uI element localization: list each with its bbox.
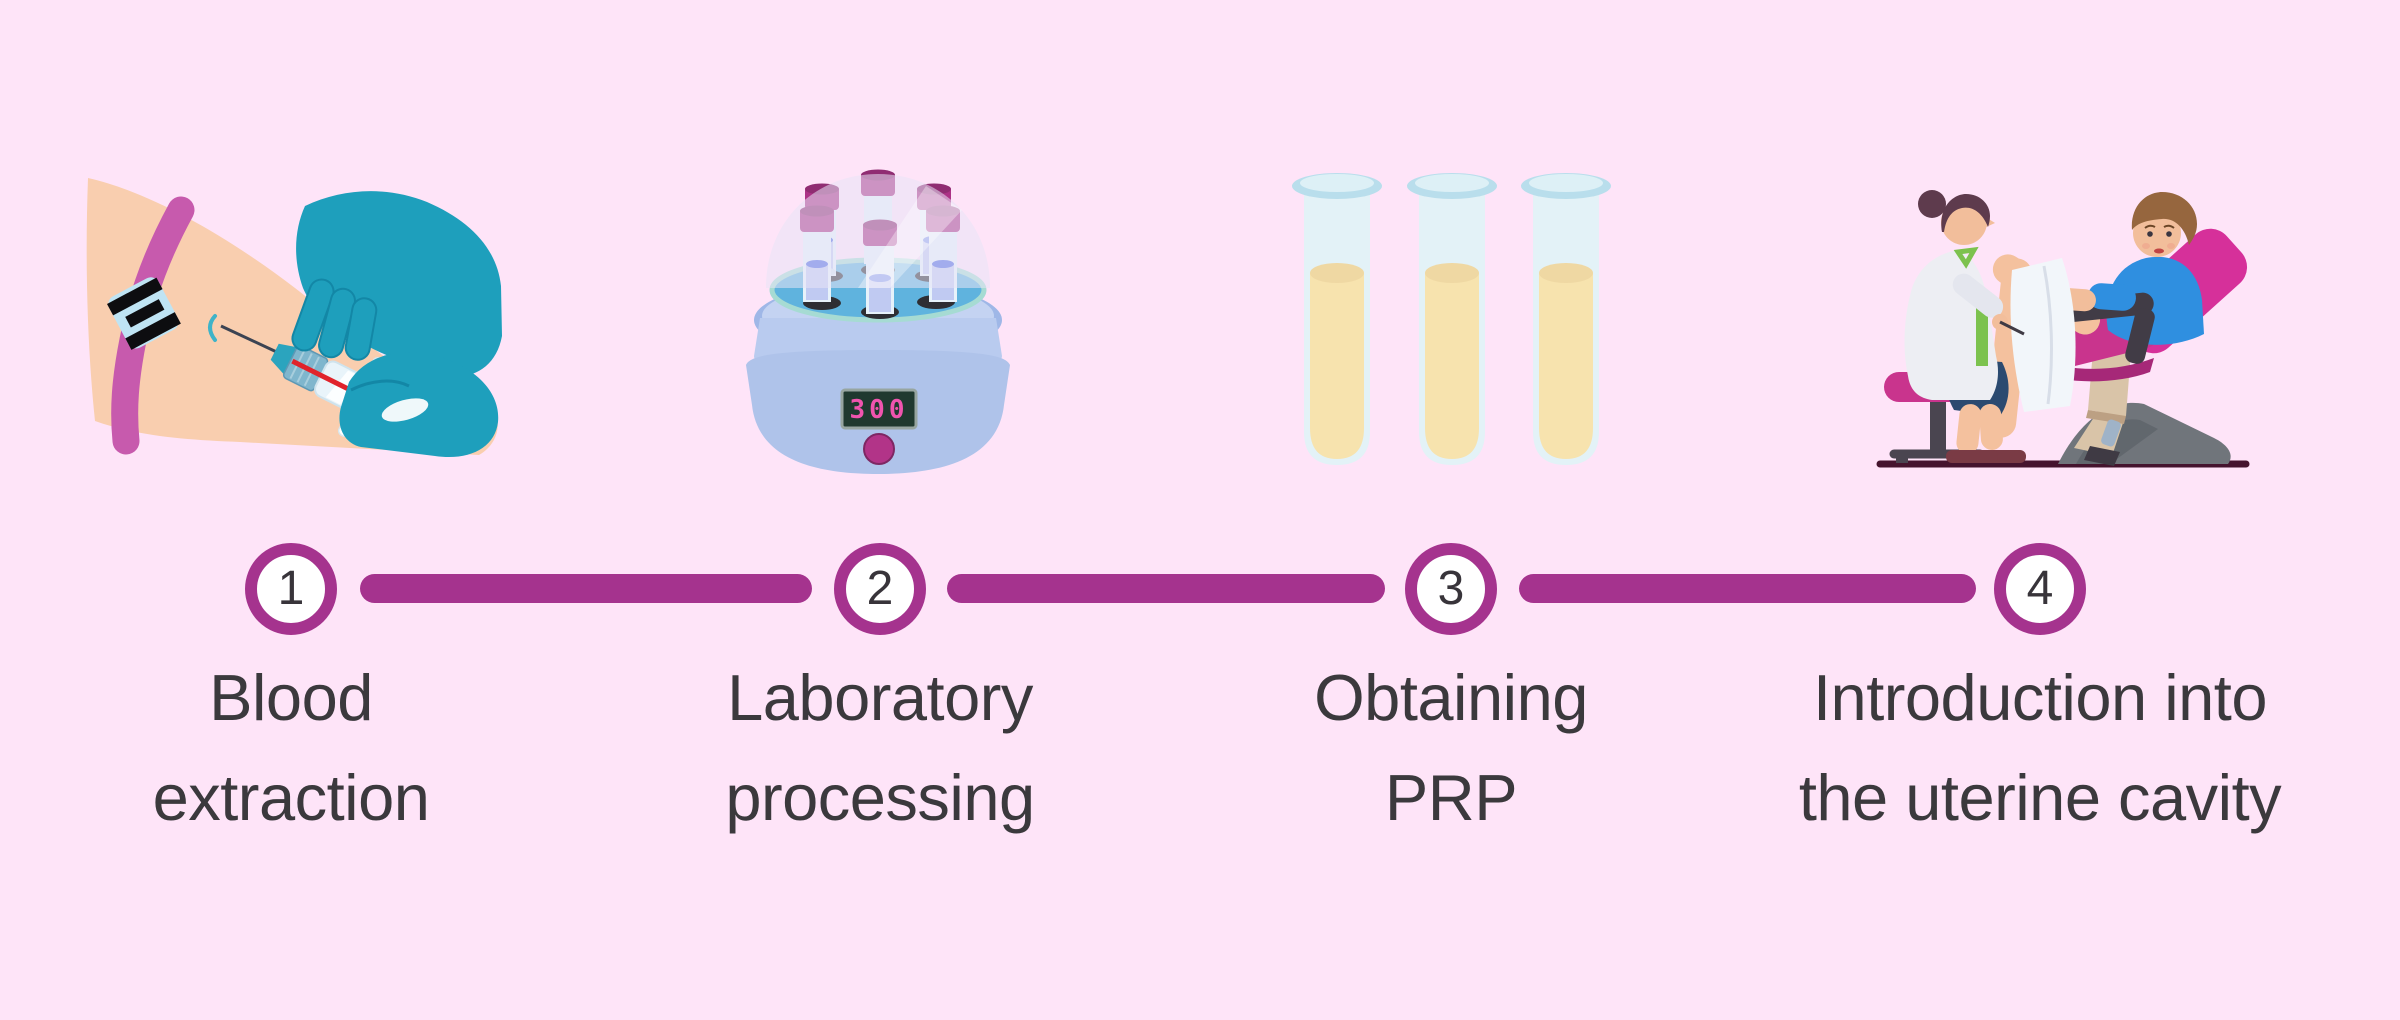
centrifuge-display-value: 300 (850, 395, 909, 425)
timeline-connector-3-4 (1519, 574, 1976, 603)
step-4-label-line-2: the uterine cavity (1798, 761, 2282, 834)
timeline-connector-1-2 (360, 574, 812, 603)
blood-extraction-illustration (86, 178, 502, 458)
timeline-connector-2-3 (947, 574, 1385, 603)
step-4-label: Introduction into the uterine cavity (1620, 648, 2400, 848)
step-1-number: 1 (277, 562, 305, 615)
step-4-number: 4 (2026, 562, 2054, 615)
step-1-label: Blood extraction (0, 648, 711, 848)
step-2-label-line-1: Laboratory (727, 661, 1033, 734)
prp-test-tubes-illustration (1292, 173, 1611, 465)
centrifuge-dome (766, 174, 990, 288)
step-1-label-line-2: extraction (152, 761, 430, 834)
step-3-marker: 3 (1405, 543, 1497, 635)
step-1-marker: 1 (245, 543, 337, 635)
doctor (1904, 190, 2025, 463)
step-3-label-line-1: Obtaining (1314, 661, 1588, 734)
gloved-hand-bottom (339, 352, 499, 458)
step-3-label-line-2: PRP (1384, 761, 1518, 834)
step-1-label-line-1: Blood (209, 661, 373, 734)
step-2-marker: 2 (834, 543, 926, 635)
tourniquet (107, 196, 195, 455)
centrifuge-display: 300 (840, 388, 918, 430)
gloved-hand-top (291, 191, 502, 377)
step-4-marker: 4 (1994, 543, 2086, 635)
prp-tube (1292, 173, 1382, 465)
step-4-label-line-1: Introduction into (1812, 661, 2268, 734)
prp-tube (1521, 173, 1611, 465)
step-2-label: Laboratory processing (460, 648, 1300, 848)
drape (2010, 258, 2076, 412)
step-2-label-line-2: processing (725, 761, 1035, 834)
step-3-label: Obtaining PRP (1031, 648, 1871, 848)
step-2-number: 2 (866, 562, 894, 615)
step-3-number: 3 (1437, 562, 1465, 615)
centrifuge-start-button (863, 433, 895, 465)
prp-tube (1407, 173, 1497, 465)
gynecological-chair-illustration (1876, 190, 2250, 468)
centrifuge-illustration: 300 (746, 169, 1010, 474)
